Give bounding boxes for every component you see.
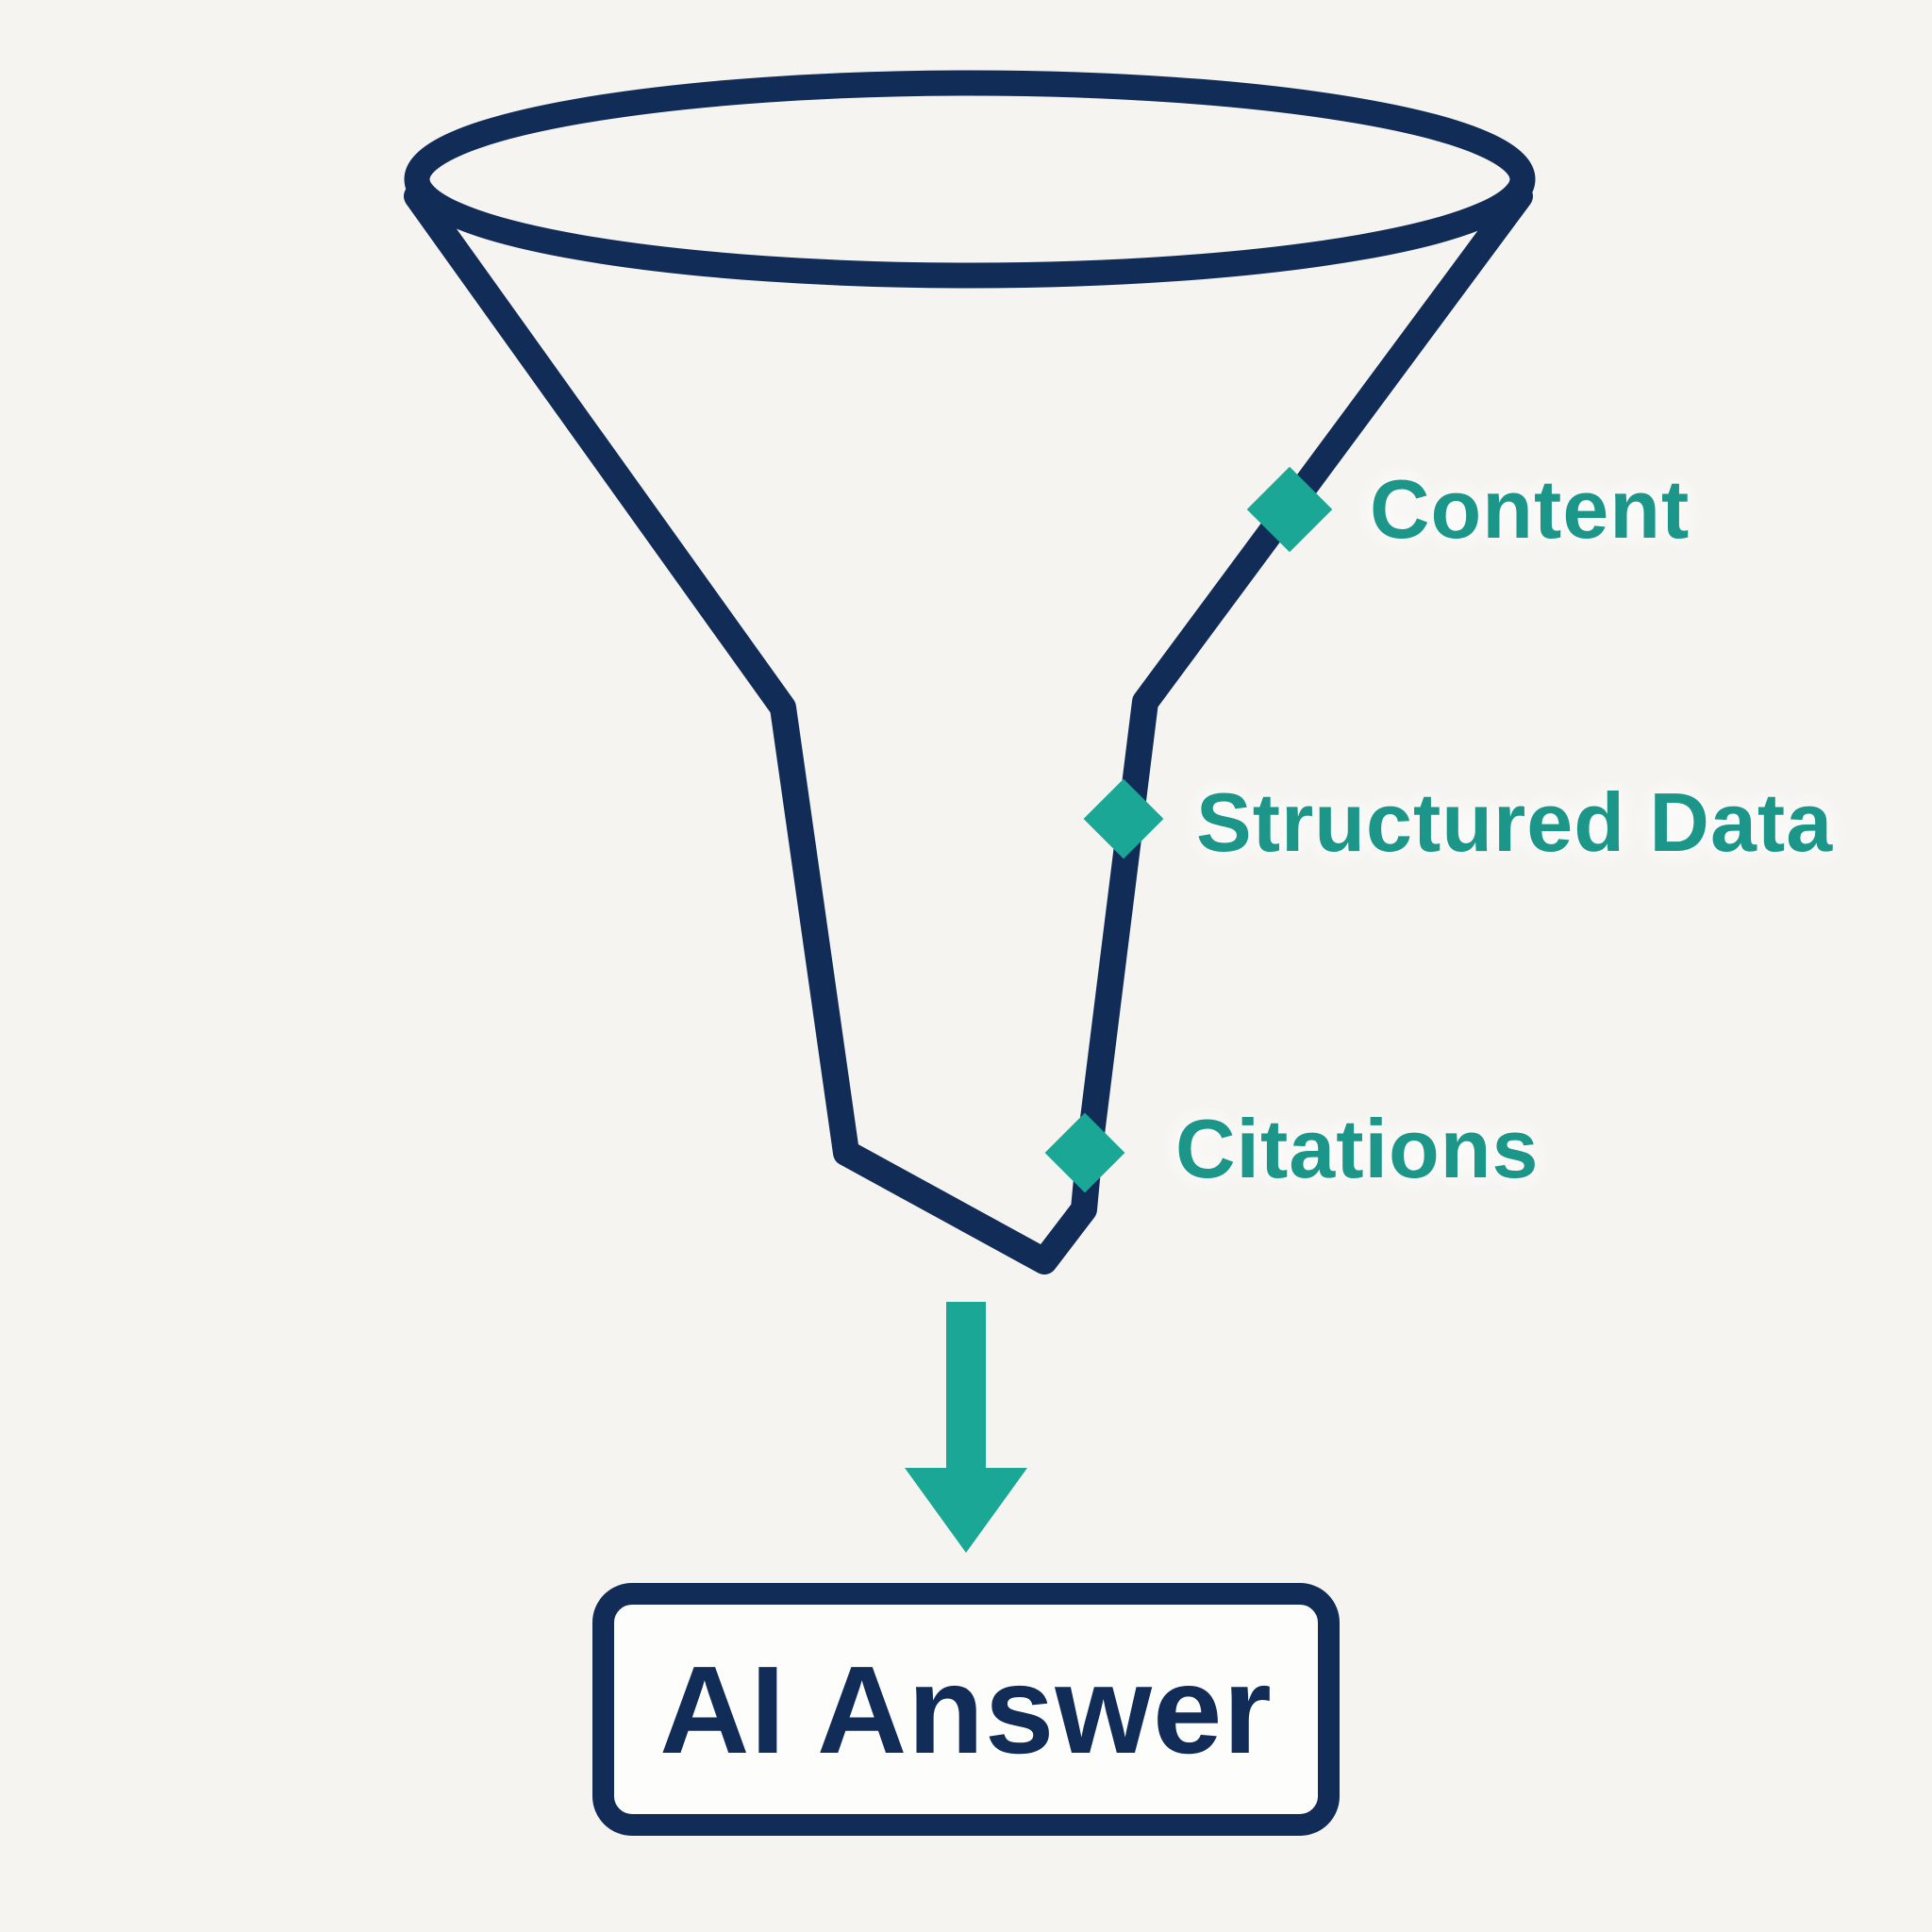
down-arrow-shaft <box>946 1302 986 1468</box>
funnel-rim <box>404 70 1536 289</box>
ai-answer-label: AI Answer <box>659 1640 1273 1779</box>
label-content: Content <box>1370 462 1690 556</box>
ai-answer-box: AI Answer <box>592 1583 1340 1836</box>
down-arrow-head <box>905 1468 1027 1553</box>
funnel-body-outline <box>404 183 1533 1274</box>
label-structured-data: Structured Data <box>1196 775 1834 869</box>
label-citations: Citations <box>1175 1102 1540 1195</box>
